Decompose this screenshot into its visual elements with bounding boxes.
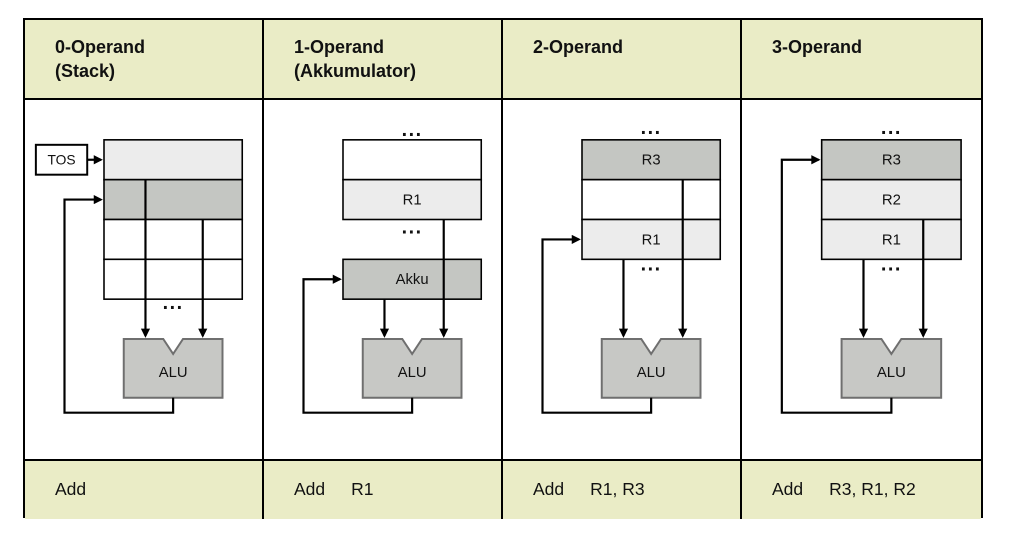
- register-r1-label: R1: [882, 231, 901, 248]
- tos-label: TOS: [47, 152, 75, 168]
- register-file: [820, 139, 962, 261]
- stack-cell-tos: [103, 139, 244, 181]
- header-title: 1-Operand: [294, 37, 385, 57]
- alu-label: ALU: [398, 365, 427, 381]
- register-cell-r3: [820, 139, 962, 181]
- header-title: 2-Operand: [533, 37, 624, 57]
- register-cell-r3: [581, 139, 722, 181]
- register-cell-r1: [820, 218, 962, 261]
- header-2-operand: 2-Operand: [503, 20, 742, 100]
- instruction-3-operand: Add R3, R1, R2: [742, 458, 981, 519]
- ellipsis-below-registers: ...: [641, 253, 662, 275]
- alu-box: [840, 338, 943, 399]
- wire-alu-result-to-r3: [780, 155, 893, 414]
- wire-alu-result-to-stack: [63, 194, 175, 414]
- register-r2-label: R2: [882, 192, 901, 209]
- register-r3-label: R3: [882, 152, 901, 169]
- diagram-2-operand: ... R3 R1 ... ALU: [503, 100, 742, 459]
- ellipsis-above-registers: ...: [402, 119, 423, 141]
- ellipsis-below-stack: ...: [163, 292, 184, 314]
- mnemonic: Add: [294, 479, 326, 499]
- alu-box: [122, 338, 224, 399]
- header-subtitle: (Akkumulator): [294, 61, 417, 81]
- register-file: [581, 139, 722, 261]
- alu-box: [361, 338, 463, 399]
- instruction-2-operand: Add R1, R3: [503, 458, 742, 519]
- operands: R1: [351, 479, 374, 499]
- header-title: 0-Operand: [55, 37, 146, 57]
- register-r1-label: R1: [642, 232, 661, 248]
- alu-label: ALU: [159, 365, 188, 381]
- register-r3-label: R3: [642, 153, 661, 169]
- akku-label: Akku: [396, 272, 429, 288]
- diagram-3-operand: ... R3 R2 R1 ... ALU: [742, 100, 981, 459]
- alu-label: ALU: [637, 365, 666, 381]
- stack-register-file: [103, 139, 244, 300]
- wire-alu-result-to-akku: [302, 274, 414, 414]
- stack-cell-3: [103, 218, 244, 261]
- alu-box: [600, 338, 702, 399]
- mnemonic: Add: [55, 479, 87, 499]
- stack-machine-diagram: ... ALU TOS: [34, 139, 244, 414]
- three-operand-machine-diagram: ... R3 R2 R1 ... ALU: [780, 117, 962, 414]
- operands: R1, R3: [590, 479, 645, 499]
- register-r1-label: R1: [403, 193, 422, 209]
- diagram-1-operand-akkumulator: ... R1 ... Akku ALU: [264, 100, 503, 459]
- ellipsis-below-registers: ...: [402, 216, 423, 238]
- architecture-comparison-table: 0-Operand (Stack) 1-Operand (Akkumulator…: [23, 18, 983, 519]
- header-3-operand: 3-Operand: [742, 20, 981, 100]
- diagram-0-operand-stack: ... ALU TOS: [25, 100, 264, 459]
- two-operand-machine-diagram: ... R3 R1 ... ALU: [541, 117, 722, 414]
- instruction-1-operand: Add R1: [264, 458, 503, 519]
- ellipsis-below-registers: ...: [881, 253, 902, 275]
- mnemonic: Add: [772, 479, 804, 499]
- wire-alu-result-to-r1: [541, 234, 653, 414]
- operands: R3, R1, R2: [829, 479, 916, 499]
- header-1-operand: 1-Operand (Akkumulator): [264, 20, 503, 100]
- register-cell-r2: [820, 178, 962, 221]
- akku-register-box: [342, 258, 483, 300]
- register-cell-empty: [581, 178, 722, 221]
- header-subtitle: (Stack): [55, 61, 116, 81]
- header-0-operand: 0-Operand (Stack): [25, 20, 264, 100]
- stack-cell-4: [103, 258, 244, 300]
- alu-label: ALU: [877, 364, 906, 381]
- register-cell-r1: [342, 178, 483, 221]
- instruction-0-operand: Add: [25, 458, 264, 519]
- register-cell-r1: [581, 218, 722, 261]
- stack-cell-second: [103, 178, 244, 221]
- ellipsis-above-registers: ...: [641, 117, 662, 139]
- accumulator-machine-diagram: ... R1 ... Akku ALU: [302, 119, 483, 414]
- ellipsis-above-registers: ...: [881, 117, 902, 139]
- register-file: [342, 139, 483, 221]
- header-title: 3-Operand: [772, 37, 863, 57]
- register-cell-empty: [342, 139, 483, 181]
- mnemonic: Add: [533, 479, 565, 499]
